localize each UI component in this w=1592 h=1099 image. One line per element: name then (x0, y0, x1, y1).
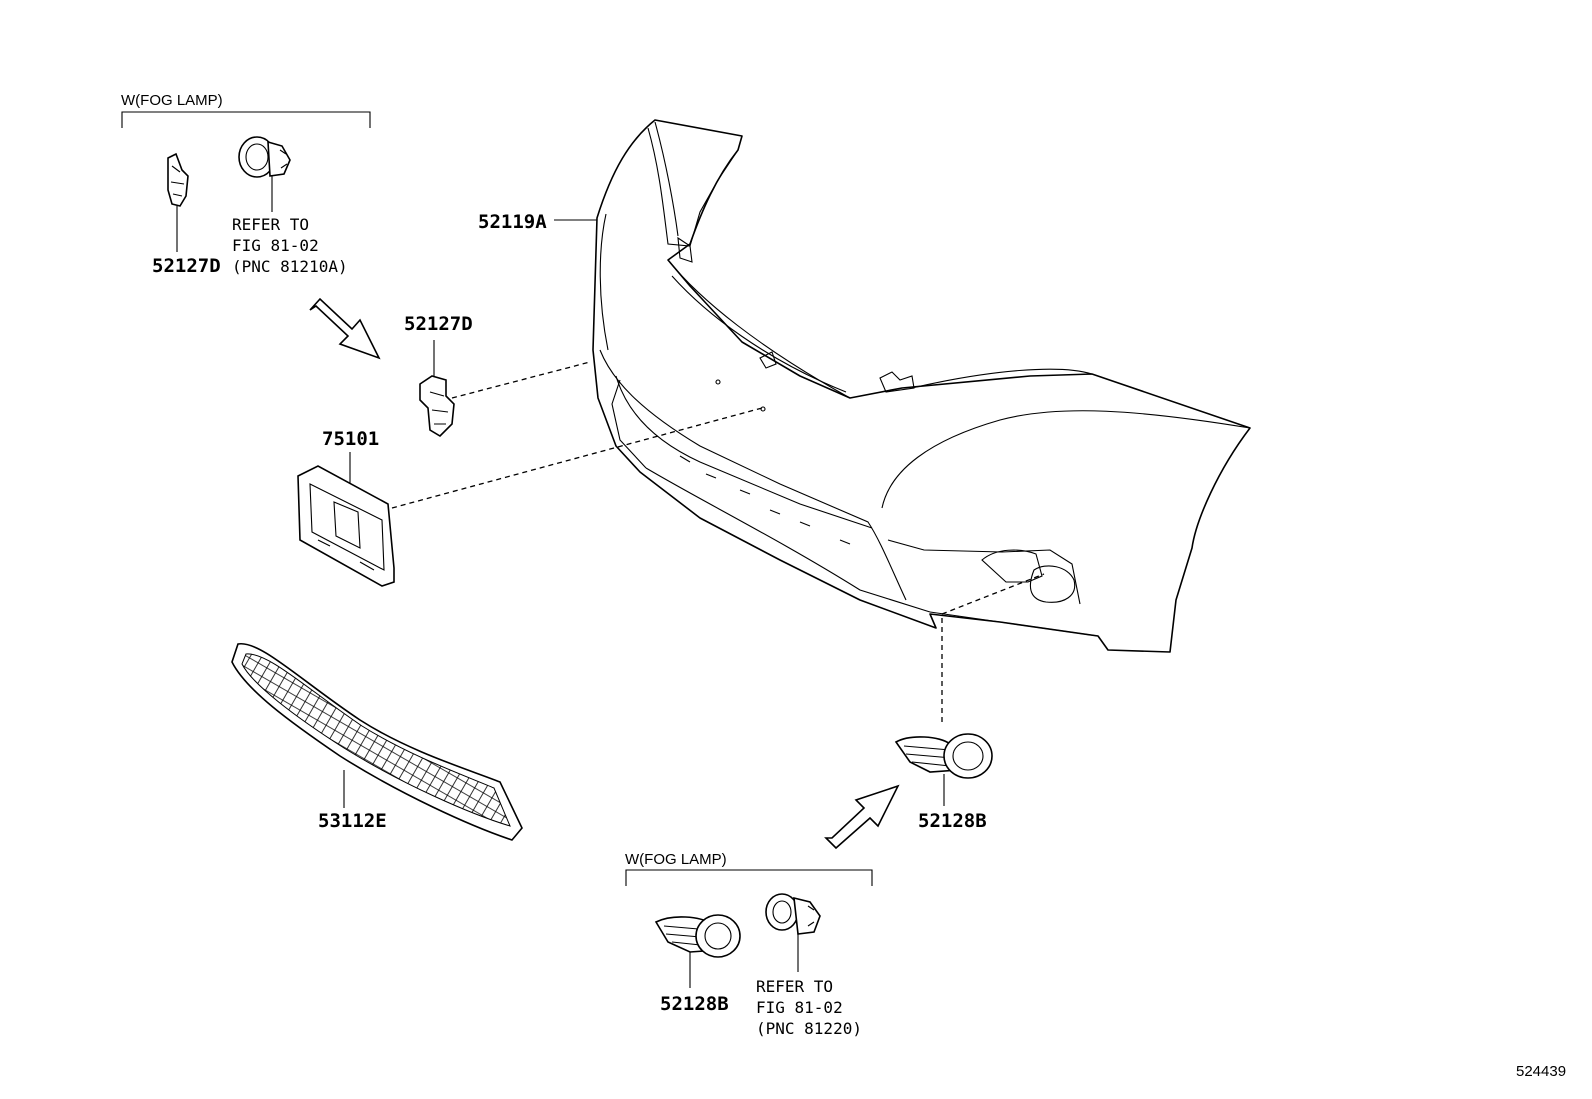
option-group-bottom-bracket (625, 869, 873, 886)
part-number-53112E: 53112E (318, 810, 387, 832)
part-number-75101: 75101 (322, 428, 379, 450)
part-number-52128B-bottom: 52128B (660, 993, 729, 1015)
license-plate-bracket-part (297, 465, 395, 587)
option-group-top-bracket (121, 111, 371, 128)
option-group-bottom-label: W(FOG LAMP) (625, 851, 727, 868)
part-number-52127D-mid: 52127D (404, 313, 473, 335)
diagram-reference-number: 524439 (1516, 1063, 1566, 1080)
fog-lamp-cover-part-right (894, 733, 993, 779)
bumper-cover-part (554, 119, 1251, 653)
bracket-clip-part-mid (419, 375, 455, 438)
note-bottom-line3: (PNC 81220) (756, 1019, 862, 1038)
fog-lamp-part-bottom (765, 893, 821, 935)
dash-line-fog-cover (941, 573, 1045, 615)
part-number-52119A: 52119A (478, 211, 547, 233)
part-number-52128B-right: 52128B (918, 810, 987, 832)
dash-line-clip (451, 361, 591, 399)
arrow-icon-bottom (824, 784, 900, 850)
option-group-bottom: W(FOG LAMP) 52128B REFER TO FIG 81-02 (P… (625, 851, 873, 1038)
option-group-top: W(FOG LAMP) 52127D REFER TO FIG 81-02 (P… (121, 92, 371, 277)
note-top-line3: (PNC 81210A) (232, 257, 348, 276)
fog-lamp-cover-part-bottom (654, 914, 741, 958)
note-top-line2: FIG 81-02 (232, 236, 319, 255)
bracket-clip-part-top (167, 152, 189, 207)
note-bottom-line1: REFER TO (756, 977, 833, 996)
fog-lamp-part-top (238, 136, 291, 178)
option-group-top-label: W(FOG LAMP) (121, 92, 223, 109)
note-bottom-line2: FIG 81-02 (756, 998, 843, 1017)
dash-line-plate-bracket (391, 407, 763, 509)
arrow-icon-top (309, 297, 381, 360)
part-number-52127D-top: 52127D (152, 255, 221, 277)
note-top-line1: REFER TO (232, 215, 309, 234)
lower-grille-part (231, 643, 523, 841)
